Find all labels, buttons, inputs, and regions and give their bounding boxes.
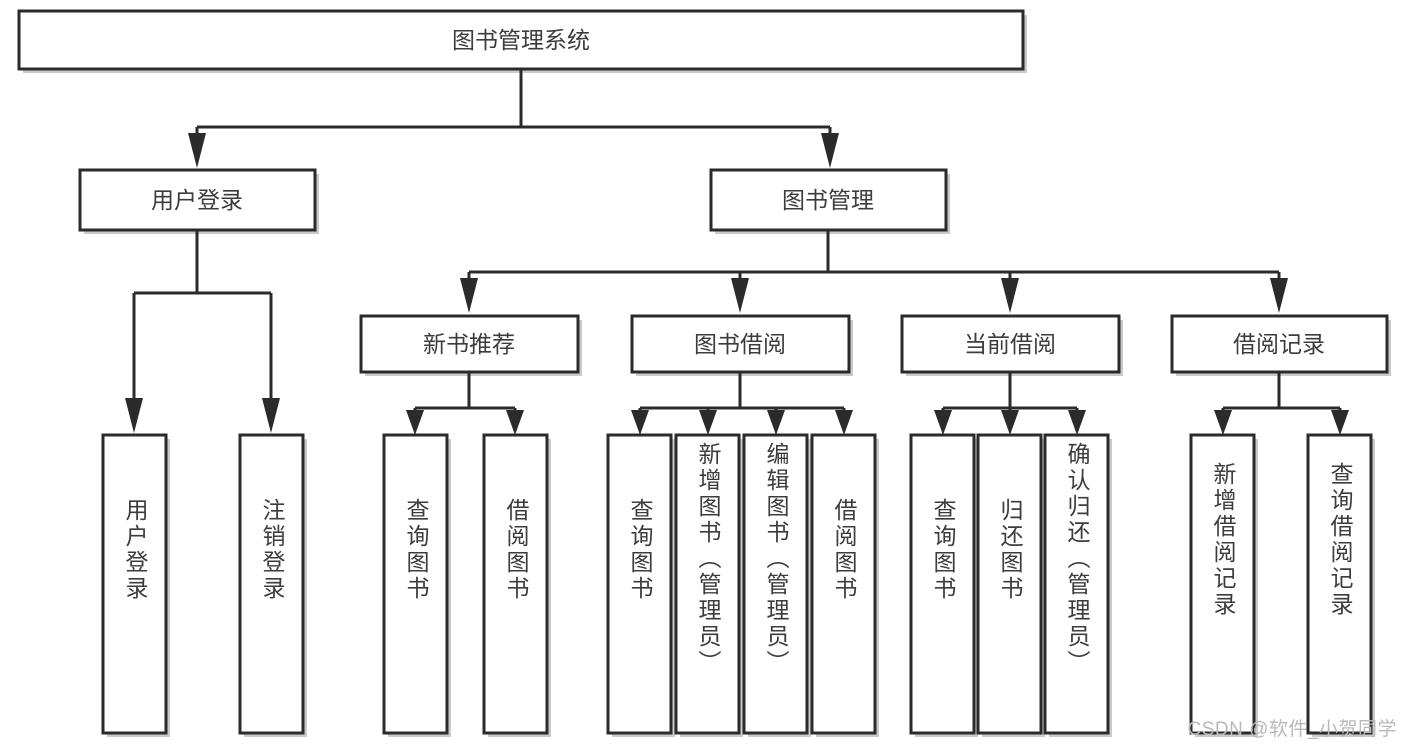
arrow-to-query-book-3 xyxy=(934,410,952,435)
arrow-to-add-record xyxy=(1214,410,1232,435)
arrow-to-current-borrow xyxy=(1001,278,1019,313)
connector-current-borrow-to-leaves xyxy=(934,372,1086,435)
connector-book-management-to-level3 xyxy=(460,230,1288,313)
node-book-borrow[interactable]: 图书借阅 xyxy=(630,314,853,376)
leaf-node-query-record[interactable] xyxy=(1306,433,1375,737)
leaf-return-book-box xyxy=(976,433,1043,735)
arrow-to-borrow-book-1 xyxy=(506,410,524,435)
leaf-logout-box xyxy=(238,433,305,735)
arrow-to-edit-book xyxy=(767,410,785,435)
connector-user-login-to-leaves xyxy=(125,230,280,433)
book-borrow-label: 图书借阅 xyxy=(694,331,786,357)
leaf-node-borrow-book-2[interactable] xyxy=(810,433,879,737)
leaf-query-book-2-box xyxy=(606,433,673,735)
node-new-book-recommend[interactable]: 新书推荐 xyxy=(359,314,582,376)
current-borrow-label: 当前借阅 xyxy=(964,331,1056,357)
book-management-label: 图书管理 xyxy=(782,187,874,213)
node-current-borrow[interactable]: 当前借阅 xyxy=(900,314,1123,376)
arrow-to-borrow-book-2 xyxy=(835,410,853,435)
node-root[interactable]: 图书管理系统 xyxy=(17,9,1027,73)
arrow-to-query-book-2 xyxy=(631,410,649,435)
arrow-to-book-management xyxy=(821,133,839,168)
arrow-to-user-login-leaf xyxy=(125,398,143,433)
leaf-node-query-book-1[interactable] xyxy=(382,433,451,737)
node-borrow-record[interactable]: 借阅记录 xyxy=(1170,314,1391,376)
arrow-to-query-record xyxy=(1331,410,1349,435)
leaf-add-record-box xyxy=(1189,433,1256,735)
root-box xyxy=(17,9,1025,71)
leaf-node-logout[interactable] xyxy=(238,433,307,737)
arrow-to-add-book xyxy=(699,410,717,435)
new-book-label: 新书推荐 xyxy=(423,331,515,357)
connector-root-to-level2 xyxy=(188,69,839,168)
leaf-node-query-book-2[interactable] xyxy=(606,433,675,737)
leaf-query-record-box xyxy=(1306,433,1373,735)
leaf-node-add-book[interactable] xyxy=(674,433,743,737)
arrow-to-new-book xyxy=(460,278,478,313)
borrow-record-box xyxy=(1170,314,1389,374)
leaf-node-add-record[interactable] xyxy=(1189,433,1258,737)
node-user-login[interactable]: 用户登录 xyxy=(78,168,319,234)
leaf-user-login-box xyxy=(101,433,168,735)
current-borrow-box xyxy=(900,314,1121,374)
leaf-add-book-box xyxy=(674,433,741,735)
node-book-management[interactable]: 图书管理 xyxy=(709,168,950,234)
connector-new-book-to-leaves xyxy=(406,372,524,435)
connector-book-borrow-to-leaves xyxy=(631,372,853,435)
arrow-to-book-borrow xyxy=(731,278,749,313)
connector-borrow-record-to-leaves xyxy=(1214,372,1349,435)
new-book-box xyxy=(359,314,580,374)
arrow-to-confirm-return xyxy=(1068,410,1086,435)
csdn-watermark: CSDN @软件_小贺同学 xyxy=(1187,719,1397,740)
leaf-node-query-book-3[interactable] xyxy=(909,433,978,737)
leaf-query-book-1-box xyxy=(382,433,449,735)
leaf-query-book-3-box xyxy=(909,433,976,735)
leaf-borrow-book-2-box xyxy=(810,433,877,735)
root-label: 图书管理系统 xyxy=(452,27,590,53)
user-login-box xyxy=(78,168,317,232)
leaf-confirm-return-box xyxy=(1043,433,1110,735)
leaf-edit-book-box xyxy=(742,433,809,735)
user-login-label: 用户登录 xyxy=(151,187,243,213)
leaf-node-confirm-return[interactable] xyxy=(1043,433,1112,737)
arrow-to-borrow-record xyxy=(1270,278,1288,313)
leaf-node-edit-book[interactable] xyxy=(742,433,811,737)
arrow-to-return-book xyxy=(1001,410,1019,435)
borrow-record-label: 借阅记录 xyxy=(1233,331,1325,357)
leaf-node-return-book[interactable] xyxy=(976,433,1045,737)
leaf-borrow-book-1-box xyxy=(482,433,549,735)
leaf-node-borrow-book-1[interactable] xyxy=(482,433,551,737)
leaf-node-user-login[interactable] xyxy=(101,433,170,737)
arrow-to-user-login xyxy=(188,133,206,168)
arrow-to-logout-leaf xyxy=(262,398,280,433)
arrow-to-query-book-1 xyxy=(406,410,424,435)
